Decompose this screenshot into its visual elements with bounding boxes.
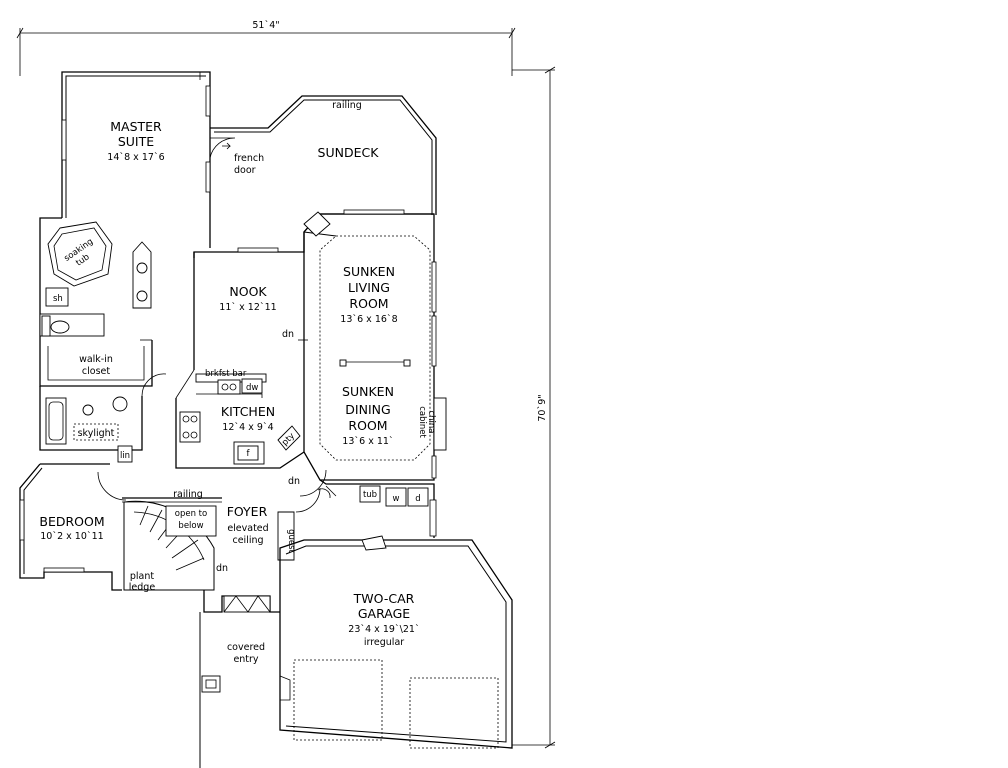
shower-label: sh [53, 294, 63, 304]
guest-closet: guest [286, 529, 296, 553]
nook-name: NOOK [229, 284, 267, 299]
width-label: 51`4" [252, 20, 279, 31]
garage-note: irregular [364, 637, 404, 648]
kitchen-name: KITCHEN [221, 404, 275, 419]
open-to-below-1: open to [175, 509, 207, 519]
sundeck-name: SUNDECK [318, 145, 380, 160]
foyer-dn: dn [288, 476, 300, 487]
garage-name-2: GARAGE [358, 606, 410, 621]
master-bath: soaking tub sh [39, 217, 152, 340]
depth-dimension: 70`9" [512, 66, 556, 749]
china-cabinet-1: china [426, 410, 436, 433]
laundry: tub w d [317, 479, 437, 538]
dining-name-2: DINING [345, 402, 390, 417]
sundeck: railing SUNDECK [210, 95, 437, 215]
fridge-label: f [247, 449, 251, 459]
bedroom-size: 10`2 x 10`11 [40, 531, 103, 542]
garage-size: 23`4 x 19`\21` [348, 624, 419, 635]
bedroom-name: BEDROOM [39, 514, 104, 529]
french-door-label-1: french [234, 153, 264, 164]
living-name-2: LIVING [348, 280, 390, 295]
sunken-living-dining: SUNKEN LIVING ROOM 13`6 x 16`8 SUNKEN DI… [303, 209, 447, 481]
walk-in-1: walk-in [79, 354, 113, 365]
washer-label: w [393, 494, 400, 504]
living-name-1: SUNKEN [343, 264, 395, 279]
sundeck-railing: railing [332, 100, 362, 111]
foyer-name: FOYER [227, 504, 268, 519]
living-name-3: ROOM [349, 296, 388, 311]
plant-ledge-2: ledge [129, 582, 156, 593]
dishwasher-label: dw [246, 383, 258, 393]
french-door: french door [209, 137, 264, 176]
foyer-railing: railing [173, 489, 203, 500]
bedroom: BEDROOM 10`2 x 10`11 [19, 463, 127, 591]
dining-name-1: SUNKEN [342, 384, 394, 399]
nook: NOOK 11` x 12`11 dn [193, 213, 434, 370]
skylight-label: skylight [78, 428, 115, 439]
plant-ledge-1: plant [130, 571, 155, 582]
hall-bath: skylight lin [39, 373, 167, 463]
master-suite-name-2: SUITE [118, 134, 154, 149]
linen-label: lin [120, 451, 130, 461]
walk-in-closet: walk-in closet [39, 339, 153, 387]
garage-name-1: TWO-CAR [353, 591, 415, 606]
foyer-elevated-1: elevated [227, 523, 268, 534]
master-suite-size: 14`8 x 17`6 [107, 152, 164, 163]
kitchen: brkfst bar dw KITCHEN 12`4 x 9`4 f pty [175, 369, 305, 469]
master-suite-name-1: MASTER [110, 119, 162, 134]
two-car-garage: TWO-CAR GARAGE 23`4 x 19`\21` irregular [279, 535, 513, 749]
entry-1: covered [227, 642, 265, 653]
dryer-label: d [415, 494, 420, 504]
brkfst-bar-label: brkfst bar [205, 369, 247, 379]
kitchen-size: 12`4 x 9`4 [222, 422, 273, 433]
french-door-label-2: door [234, 165, 256, 176]
stair-dn: dn [216, 563, 228, 574]
walk-in-2: closet [82, 366, 110, 377]
nook-size: 11` x 12`11 [219, 302, 276, 313]
open-to-below-2: below [178, 521, 203, 531]
china-cabinet-2: cabinet [417, 406, 427, 438]
dining-name-3: ROOM [348, 418, 387, 433]
nook-dn: dn [282, 329, 294, 340]
master-suite: MASTER SUITE 14`8 x 17`6 [61, 71, 211, 248]
width-dimension: 51`4" [16, 20, 516, 76]
covered-entry: covered entry [199, 612, 265, 768]
dining-size: 13`6 x 11` [342, 436, 393, 447]
living-size: 13`6 x 16`8 [340, 314, 397, 325]
entry-2: entry [233, 654, 258, 665]
foyer-elevated-2: ceiling [232, 535, 263, 546]
foyer: railing open to below dn plant ledge FOY… [122, 469, 327, 613]
depth-label: 70`9" [537, 394, 548, 421]
laundry-tub: tub [363, 490, 377, 500]
